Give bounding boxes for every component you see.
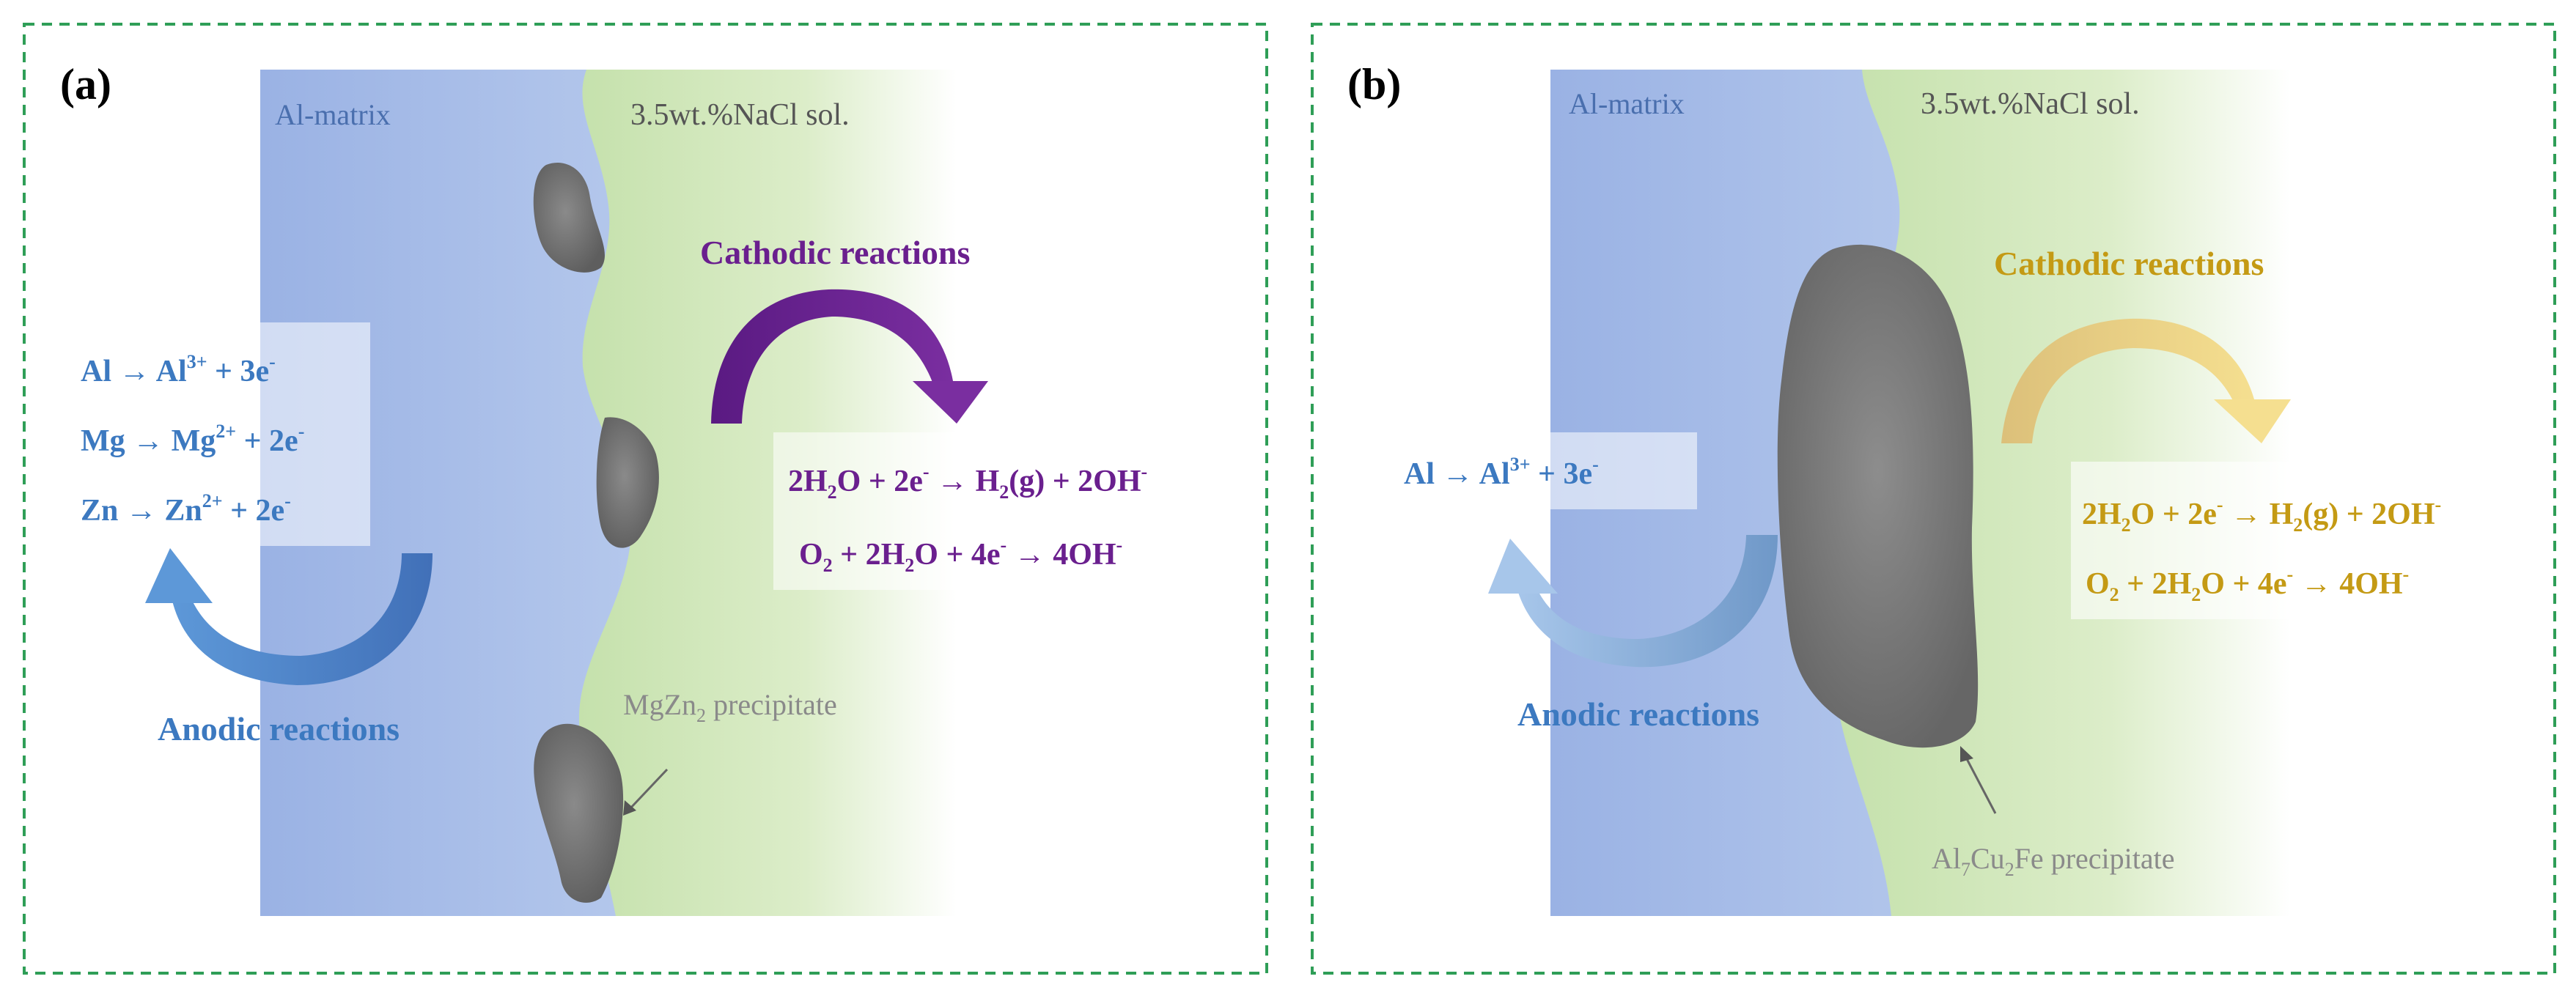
panel-b-anodic-title: Anodic reactions [1517, 695, 1759, 733]
panel-a-particle-3 [534, 723, 624, 903]
panel-a-anodic-arrow [145, 548, 433, 685]
panel-a-label: (a) [60, 60, 111, 108]
panel-a-cathodic-box [773, 432, 1217, 590]
panel-b-solution-label: 3.5wt.%NaCl sol. [1921, 87, 2140, 121]
panel-a-cathodic-title: Cathodic reactions [700, 234, 970, 271]
panel-b-anodic-eq-1: Al → Al3+ + 3e- [1404, 454, 1599, 491]
panel-a-text: (a) Al-matrix 3.5wt.%NaCl sol. Cathodic … [60, 60, 1147, 747]
panel-a-particle-2 [596, 417, 659, 548]
panel-b-cathodic-eq-2: O2 + 2H2O + 4e- → 4OH- [2086, 564, 2409, 605]
panel-b-anodic-box [1393, 432, 1697, 509]
panel-b-precipitate-label: Al7Cu2Fe precipitate [1932, 842, 2174, 880]
panel-b-cathodic-title: Cathodic reactions [1994, 245, 2264, 282]
panel-a-anodic-eq-2: Mg → Mg2+ + 2e- [81, 421, 304, 458]
panel-a [23, 23, 1268, 975]
panel-a-precipitate-label: MgZn2 precipitate [623, 688, 837, 726]
panel-b-precipitate-pointer [1963, 754, 1997, 814]
panel-a-cathodic-eq-2: O2 + 2H2O + 4e- → 4OH- [799, 534, 1122, 576]
panel-b-pointer-head [1960, 746, 1973, 762]
panel-b-frame [1311, 23, 2556, 975]
panel-b-text: (b) Al-matrix 3.5wt.%NaCl sol. Cathodic … [1347, 60, 2441, 880]
panel-a-anodic-eq-3: Zn → Zn2+ + 2e- [81, 490, 291, 528]
panel-a-precipitate-pointer [628, 768, 669, 811]
panel-b-label: (b) [1347, 60, 1401, 108]
panel-a-cathodic-eq-1: 2H2O + 2e- → H2(g) + 2OH- [788, 461, 1147, 503]
panel-a-matrix-label: Al-matrix [275, 98, 391, 131]
panel-a-solution-region [579, 70, 957, 916]
panel-a-anodic-title: Anodic reactions [158, 710, 400, 747]
panel-a-solution-label: 3.5wt.%NaCl sol. [630, 98, 850, 132]
panel-a-anodic-eq-1: Al → Al3+ + 3e- [81, 351, 276, 388]
panel-a-particle-1 [533, 163, 605, 273]
panel-b-matrix-label: Al-matrix [1569, 87, 1685, 120]
panel-a-pointer-head [623, 800, 636, 816]
panel-b-particle [1777, 244, 1979, 748]
panel-a-frame [23, 23, 1268, 975]
panel-b-cathodic-box [2071, 462, 2518, 619]
panel-a-cathodic-arrow [711, 289, 988, 424]
panel-b [1311, 23, 2556, 975]
panel-b-cathodic-arrow [2001, 318, 2291, 443]
panel-b-anodic-arrow [1488, 535, 1778, 668]
panel-b-cathodic-eq-1: 2H2O + 2e- → H2(g) + 2OH- [2082, 494, 2441, 536]
panel-a-anodic-box [62, 322, 370, 546]
